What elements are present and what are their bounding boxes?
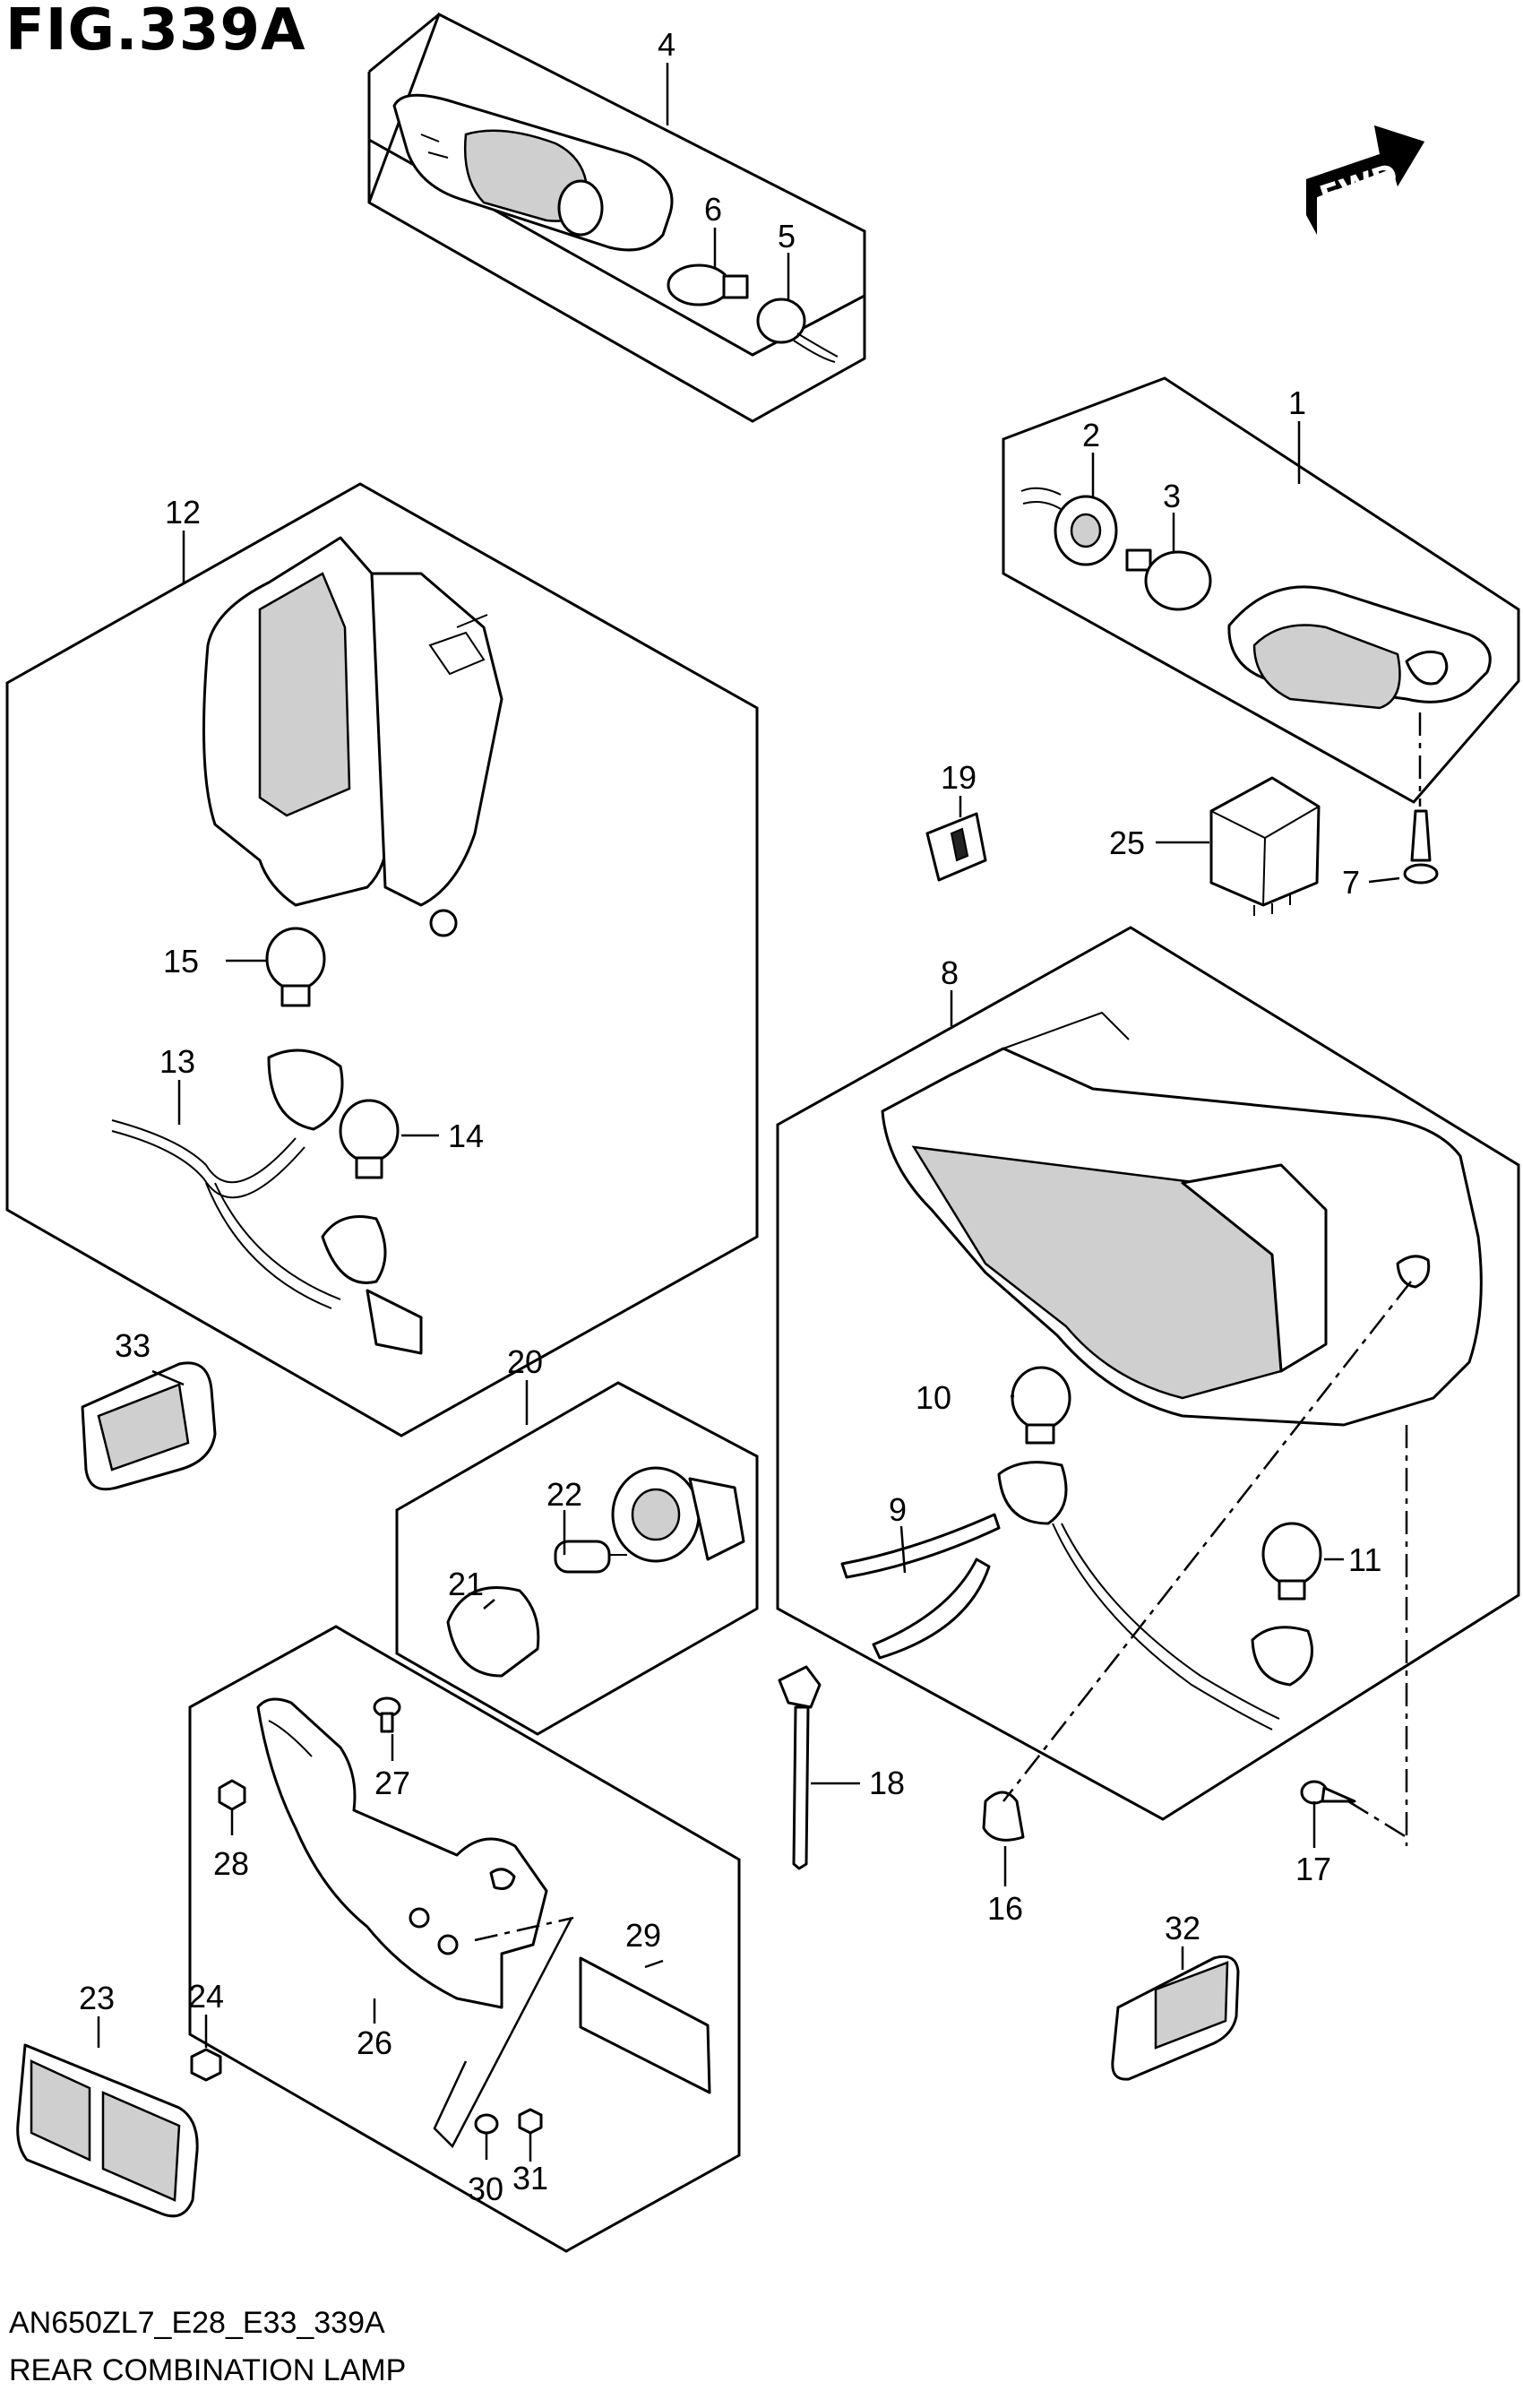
callout-32: 32 bbox=[1165, 1910, 1200, 1946]
assembly-line-29 bbox=[474, 1916, 574, 1942]
part-13-harness bbox=[111, 1049, 423, 1355]
callout-1: 1 bbox=[1288, 384, 1306, 421]
callout-31: 31 bbox=[512, 2160, 548, 2197]
leader-lines bbox=[97, 63, 1400, 2162]
part-24-nut bbox=[190, 2048, 222, 2082]
callout-15: 15 bbox=[163, 943, 199, 980]
part-15-bulb bbox=[265, 927, 326, 1007]
bracket-pointer bbox=[433, 1917, 573, 2149]
part-19-clip bbox=[925, 812, 987, 882]
callout-12: 12 bbox=[165, 494, 201, 531]
part-32-reflector bbox=[1111, 1955, 1240, 2081]
callout-5: 5 bbox=[778, 218, 796, 255]
callout-6: 6 bbox=[704, 191, 722, 228]
part-9-harness bbox=[840, 1461, 1280, 1730]
callout-10: 10 bbox=[916, 1379, 951, 1416]
group-box-8 bbox=[776, 926, 1520, 1821]
group-box-20 bbox=[395, 1381, 759, 1736]
part-26-license-bracket bbox=[256, 1697, 548, 2009]
callout-19: 19 bbox=[941, 759, 977, 796]
part-10-bulb bbox=[1011, 1366, 1071, 1445]
part-7-screw bbox=[1403, 712, 1439, 885]
callout-27: 27 bbox=[374, 1765, 410, 1801]
figure-title: FIG.339A bbox=[5, 0, 306, 64]
part-22-bulb bbox=[554, 1540, 627, 1574]
part-18-cable-tie bbox=[778, 1665, 822, 1870]
callout-11: 11 bbox=[1348, 1541, 1381, 1578]
part-6-bulb bbox=[667, 263, 749, 306]
figure-name: REAR COMBINATION LAMP bbox=[9, 2353, 407, 2387]
group-box-4 bbox=[367, 12, 866, 423]
part-30-washer bbox=[474, 2113, 499, 2135]
callouts: 1 2 3 4 5 6 7 8 9 10 11 12 13 14 15 16 1… bbox=[79, 26, 1381, 2207]
callout-7: 7 bbox=[1342, 864, 1360, 901]
part-28-nut bbox=[218, 1779, 246, 1811]
part-16-cap bbox=[982, 1791, 1025, 1842]
callout-14: 14 bbox=[448, 1118, 484, 1154]
fwd-arrow-icon: FWD bbox=[1306, 125, 1424, 235]
callout-16: 16 bbox=[987, 1890, 1023, 1927]
callout-13: 13 bbox=[159, 1043, 195, 1080]
group-box-26 bbox=[188, 1625, 741, 2253]
assembly-line-16 bbox=[1002, 1281, 1412, 1802]
callout-3: 3 bbox=[1163, 478, 1181, 514]
callout-22: 22 bbox=[546, 1476, 582, 1513]
part-27-bolt bbox=[373, 1696, 401, 1733]
group-box-12 bbox=[5, 482, 759, 1437]
part-25-relay bbox=[1209, 776, 1321, 916]
part-17-screw bbox=[1300, 1780, 1356, 1805]
callout-20: 20 bbox=[507, 1343, 543, 1380]
part-33-reflector bbox=[81, 1361, 217, 1491]
part-31-nut bbox=[518, 2108, 543, 2135]
part-14-bulb bbox=[339, 1099, 400, 1179]
callout-23: 23 bbox=[79, 1980, 115, 2016]
part-8-tail-light-unit bbox=[881, 1011, 1483, 1427]
callout-25: 25 bbox=[1109, 824, 1145, 861]
part-21-lens bbox=[446, 1586, 540, 1678]
part-4-turn-signal-lamp bbox=[392, 93, 674, 252]
part-3-bulb bbox=[1125, 548, 1212, 611]
part-11-bulb bbox=[1261, 1522, 1322, 1601]
callout-8: 8 bbox=[941, 954, 959, 991]
part-5-socket bbox=[756, 298, 839, 363]
part-29-label bbox=[579, 1956, 711, 2094]
part-12-tail-light-unit bbox=[202, 536, 503, 937]
callout-33: 33 bbox=[115, 1327, 151, 1364]
callout-4: 4 bbox=[658, 26, 675, 63]
part-20-license-lamp-socket bbox=[611, 1466, 745, 1563]
part-23-reflector bbox=[16, 2043, 199, 2218]
figure-code: AN650ZL7_E28_E33_339A bbox=[9, 2306, 385, 2340]
callout-9: 9 bbox=[889, 1491, 907, 1528]
callout-29: 29 bbox=[625, 1917, 661, 1954]
callout-21: 21 bbox=[448, 1566, 484, 1602]
callout-2: 2 bbox=[1082, 417, 1100, 453]
part-2-socket bbox=[1020, 487, 1118, 566]
group-box-1 bbox=[1002, 376, 1520, 804]
callout-24: 24 bbox=[188, 1978, 224, 2015]
callout-28: 28 bbox=[213, 1845, 249, 1882]
part-11-socket bbox=[1251, 1626, 1313, 1687]
callout-26: 26 bbox=[357, 2024, 392, 2061]
callout-17: 17 bbox=[1295, 1851, 1331, 1887]
assembly-line-17 bbox=[1347, 1425, 1408, 1846]
callout-30: 30 bbox=[468, 2171, 503, 2207]
part-1-turn-signal-lamp bbox=[1227, 585, 1492, 710]
callout-18: 18 bbox=[869, 1765, 905, 1801]
